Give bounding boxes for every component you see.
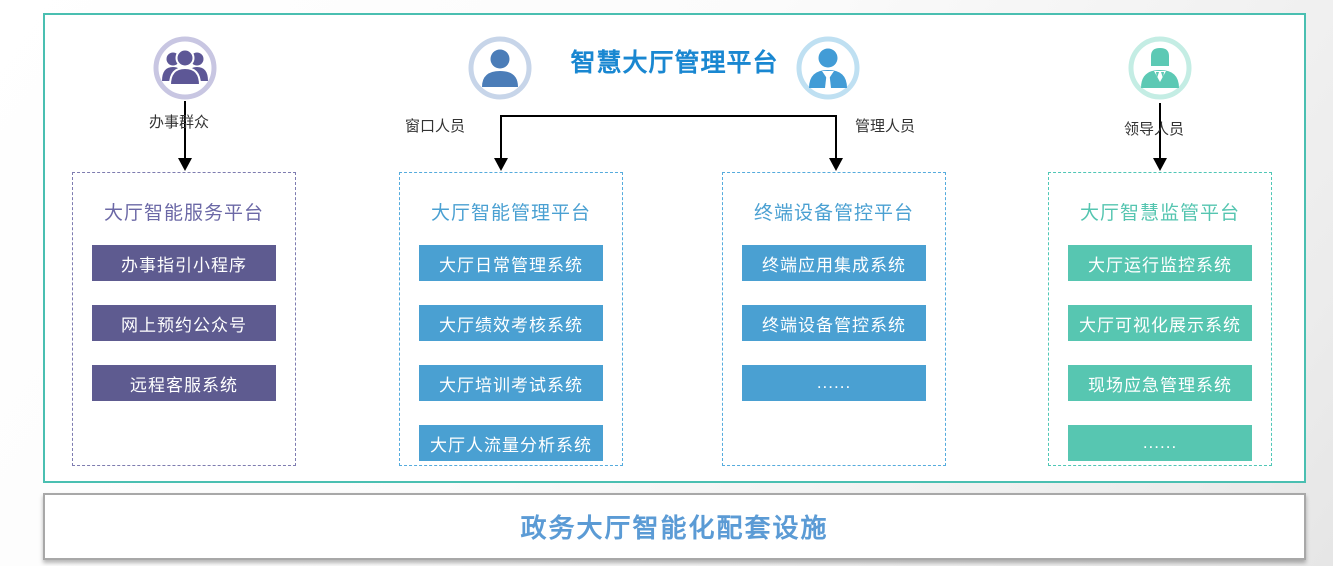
platform-box-terminal: 终端设备管控平台 终端应用集成系统 终端设备管控系统 ......: [722, 172, 946, 466]
person-tie-icon: [796, 36, 860, 100]
role-label-leader: 领导人员: [1124, 121, 1185, 138]
platform-title: 大厅智慧监管平台: [1079, 203, 1240, 224]
platform-box-supervision: 大厅智慧监管平台 大厅运行监控系统 大厅可视化展示系统 现场应急管理系统 ...…: [1048, 172, 1272, 466]
system-item: 现场应急管理系统: [1068, 365, 1252, 401]
footer-title: 政务大厅智能化配套设施: [520, 513, 829, 543]
system-item: 大厅日常管理系统: [419, 245, 603, 281]
person-icon: [468, 36, 532, 100]
system-item: 网上预约公众号: [92, 305, 276, 341]
system-item: 终端应用集成系统: [742, 245, 926, 281]
system-item: 终端设备管控系统: [742, 305, 926, 341]
system-item-ellipsis: ......: [1068, 425, 1252, 461]
role-label-public: 办事群众: [149, 114, 210, 131]
system-item: 办事指引小程序: [92, 245, 276, 281]
system-item: 大厅培训考试系统: [419, 365, 603, 401]
platform-title: 大厅智能管理平台: [430, 203, 591, 224]
system-item: 大厅绩效考核系统: [419, 305, 603, 341]
person-suit-icon: [1128, 36, 1192, 100]
role-label-window: 窗口人员: [405, 118, 466, 135]
system-item: 远程客服系统: [92, 365, 276, 401]
footer-facilities-bar: 政务大厅智能化配套设施: [43, 493, 1306, 560]
system-item: 大厅运行监控系统: [1068, 245, 1252, 281]
page-title: 智慧大厅管理平台: [570, 49, 779, 77]
system-item-ellipsis: ......: [742, 365, 926, 401]
role-label-manager: 管理人员: [855, 118, 916, 135]
platform-box-service: 大厅智能服务平台 办事指引小程序 网上预约公众号 远程客服系统: [72, 172, 296, 466]
platform-title: 终端设备管控平台: [753, 203, 914, 224]
system-item: 大厅人流量分析系统: [419, 425, 603, 461]
platform-box-management: 大厅智能管理平台 大厅日常管理系统 大厅绩效考核系统 大厅培训考试系统 大厅人流…: [399, 172, 623, 466]
system-item: 大厅可视化展示系统: [1068, 305, 1252, 341]
platform-title: 大厅智能服务平台: [103, 203, 264, 224]
people-group-icon: [153, 36, 217, 100]
